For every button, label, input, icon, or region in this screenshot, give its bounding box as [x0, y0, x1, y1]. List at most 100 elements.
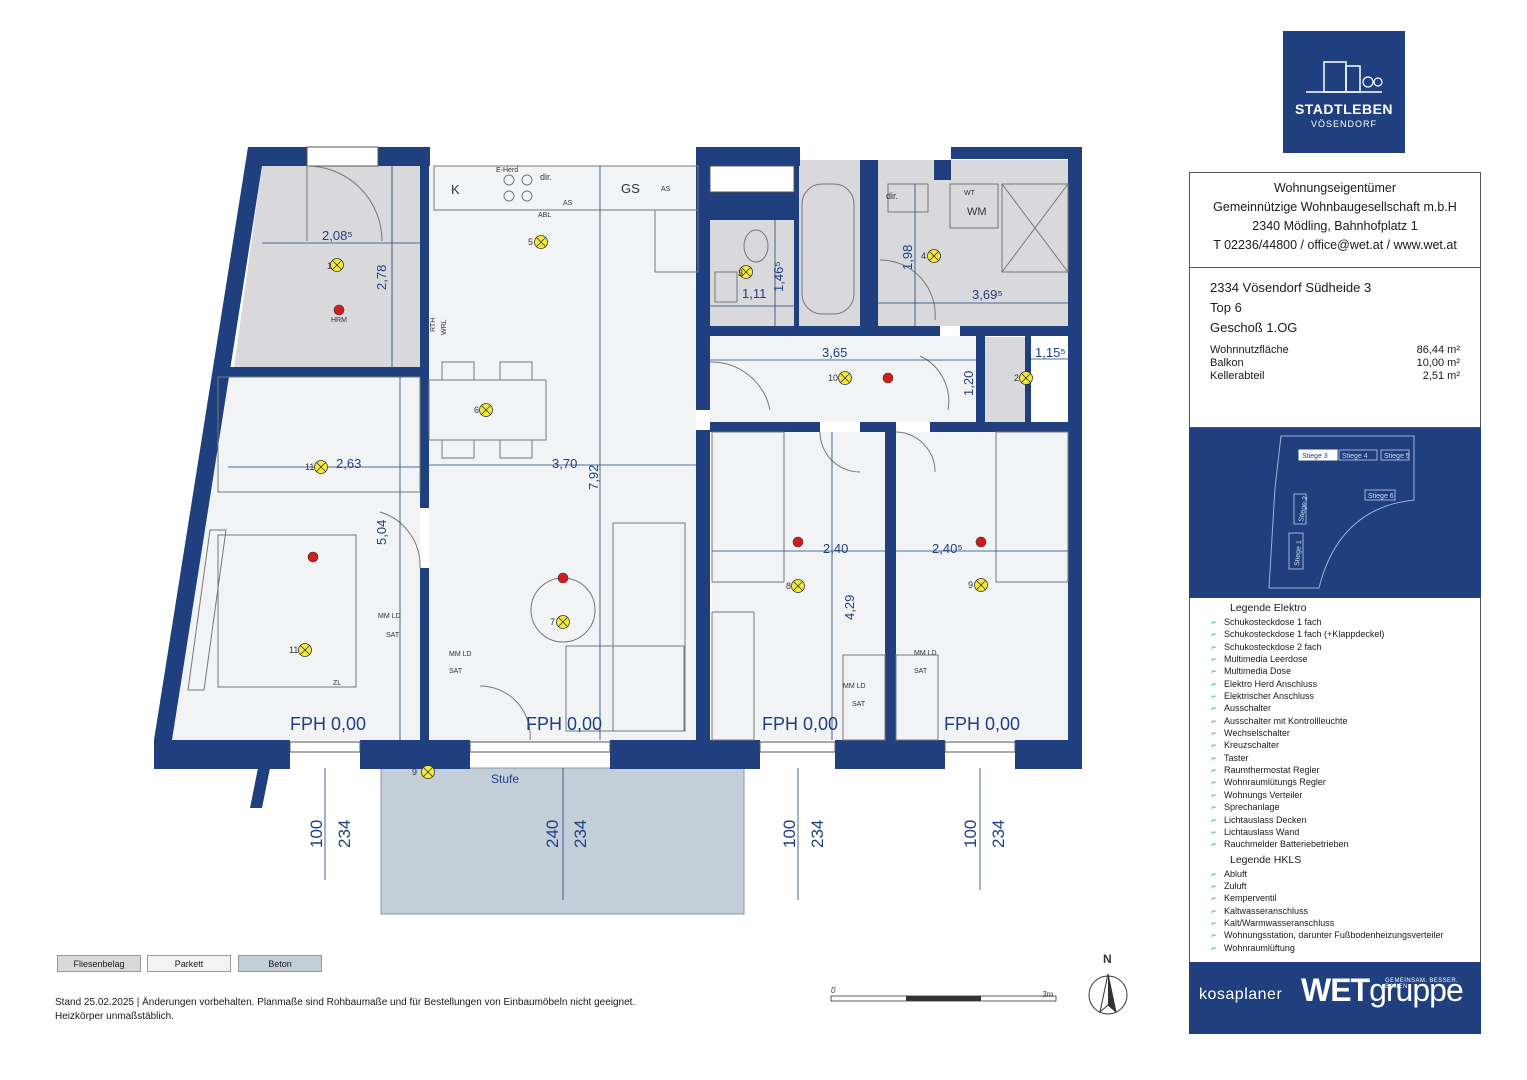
dimension-lines: [228, 166, 1068, 900]
window-dim-4b: 234: [989, 820, 1008, 848]
fph-bedroom: FPH 0,00: [290, 714, 366, 734]
fixture-sat-3: SAT: [852, 701, 866, 708]
light-11a: 11: [305, 462, 314, 472]
legend-item-label: Multimedia Leerdose: [1224, 654, 1308, 665]
fixture-wt: WT: [964, 190, 976, 197]
area-label: Balkon: [1210, 357, 1244, 369]
fixture-e-herd: E-Herd: [496, 167, 518, 174]
legend-symbol-icon: ⌐: [1211, 703, 1217, 714]
dim-bedroom-width: 2,63: [336, 456, 361, 471]
floor-parquet-bedroom: [172, 377, 420, 740]
project-box: 2334 Vösendorf Südheide 3 Top 6 Geschoß …: [1189, 268, 1481, 428]
floor-tiles-bath: [798, 160, 1070, 326]
legend-elektro-title: Legende Elektro: [1230, 602, 1307, 614]
window-dim-3a: 100: [780, 820, 799, 848]
site-label-stiege1: Stiege 1: [1294, 540, 1303, 566]
footer-note: Stand 25.02.2025 | Änderungen vorbehalte…: [55, 996, 635, 1024]
legend-item-label: Kreuzschalter: [1224, 740, 1280, 751]
legend-item: ⌐Ausschalter mit Kontrollleuchte: [1204, 715, 1480, 727]
footer-note-line2: Heizkörper unmaßstäblich.: [55, 1011, 174, 1022]
fixture-gs: GS: [621, 181, 640, 196]
legend-item: ⌐Taster: [1204, 752, 1480, 764]
north-label: N: [1103, 952, 1112, 966]
material-swatch-tiles: Fliesenbelag: [57, 955, 141, 972]
site-label-stiege4: Stiege 4: [1342, 453, 1368, 460]
dim-room2-width: 2,40: [823, 541, 848, 556]
wetgruppe-logo: WETgruppe: [1301, 972, 1464, 1009]
light-10: 10: [828, 373, 838, 383]
legend-symbol-icon: ⌐: [1211, 814, 1217, 825]
legend-symbol-icon: ⌐: [1211, 740, 1217, 751]
dim-living-height: 7,92: [586, 465, 601, 490]
fph-living: FPH 0,00: [526, 714, 602, 734]
fph-room2: FPH 0,00: [762, 714, 838, 734]
light-2: 2: [1014, 373, 1019, 383]
fixture-as-1: AS: [563, 200, 573, 207]
legend-item-label: Wohnraumlütungs Regler: [1224, 777, 1326, 788]
legend-item: ⌐Multimedia Leerdose: [1204, 653, 1480, 665]
legend-item: ⌐Sprechanlage: [1204, 801, 1480, 813]
legend-item: ⌐Kalt/Warmwasseranschluss: [1204, 917, 1480, 929]
legend-item: ⌐Raumthermostat Regler: [1204, 764, 1480, 776]
light-9a: 9: [968, 580, 973, 590]
project-unit: Top 6: [1210, 300, 1242, 315]
owner-heading: Wohnungseigentümer: [1273, 181, 1397, 195]
window-dim-2a: 240: [543, 820, 562, 848]
legend-item-label: Kaltwasseranschluss: [1224, 905, 1309, 916]
legend-item-label: Elektrischer Anschluss: [1224, 691, 1315, 702]
light-7: 7: [550, 617, 555, 627]
legend-symbol-icon: ⌐: [1211, 789, 1217, 800]
legend-symbol-icon: ⌐: [1211, 629, 1217, 640]
legend-item-label: Wohnungsstation, darunter Fußbodenheizun…: [1224, 930, 1444, 941]
legend-item-label: Multimedia Dose: [1224, 666, 1292, 677]
dim-bath-width: 3,69⁵: [972, 287, 1003, 302]
legend-symbol-icon: ⌐: [1211, 617, 1217, 627]
legend-item-label: Kalt/Warmwasseranschluss: [1224, 917, 1335, 928]
site-label-stiege6: Stiege 6: [1368, 493, 1394, 500]
legend-item: ⌐Wohnraumlüftung: [1204, 942, 1480, 954]
fixture-mmld-1: MM LD: [378, 613, 401, 620]
legend-symbol-icon: ⌐: [1211, 641, 1217, 652]
site-label-stiege2: Stiege 2: [1298, 496, 1309, 523]
scale-start: 0: [831, 986, 836, 995]
fixture-dir-2: dir.: [886, 191, 898, 201]
legend-item: ⌐ Kreuzschalter: [1204, 739, 1480, 751]
legend-item: ⌐Abluft: [1204, 868, 1480, 880]
light-4: 4: [921, 251, 926, 261]
light-8: 8: [786, 581, 791, 591]
fixture-abl: ABL: [538, 212, 551, 219]
dim-wc-height: 1,46⁵: [771, 261, 786, 292]
legend-symbol-icon: ⌐: [1211, 893, 1217, 904]
window-dim-4a: 100: [961, 820, 980, 848]
light-9b: 9: [412, 767, 417, 777]
floor-tiles-closet: [985, 337, 1025, 423]
fixture-wrl: WRL: [441, 319, 448, 335]
material-swatch-parquet: Parkett: [147, 955, 231, 972]
stadtleben-logo: STADTLEBEN VÖSENDORF: [1283, 31, 1405, 153]
legend-item: ⌐Schukosteckdose 1 fach: [1204, 616, 1480, 628]
legend-item: ⌐Kemperventil: [1204, 892, 1480, 904]
owner-contact: T 02236/44800 / office@wet.at / www.wet.…: [1213, 238, 1457, 252]
site-label-stiege3: Stiege 3: [1302, 453, 1328, 460]
legend-item-label: Schukosteckdose 1 fach (+Klappdeckel): [1224, 629, 1385, 640]
legend-item: ⌐Wohnraumlütungs Regler: [1204, 776, 1480, 788]
legend-item-label: Zuluft: [1224, 880, 1247, 891]
legend-panel: Legende Elektro ⌐Schukosteckdose 1 fach⌐…: [1189, 598, 1481, 962]
legend-item-label: Wohnraumlüftung: [1224, 942, 1295, 953]
dim-living-width: 3,70: [552, 456, 577, 471]
legend-item-label: Schukosteckdose 2 fach: [1224, 641, 1322, 652]
project-floor: Geschoß 1.OG: [1210, 320, 1298, 335]
building-icon: [1306, 61, 1383, 93]
fixture-dir-1: dir.: [540, 172, 552, 182]
dim-storage-width: 2,08⁵: [322, 228, 353, 243]
legend-item: ⌐Wohnungsstation, darunter Fußbodenheizu…: [1204, 929, 1480, 941]
legend-symbol-icon: ⌐: [1211, 666, 1217, 677]
legend-item-label: Abluft: [1224, 868, 1248, 879]
light-3: 3: [738, 268, 743, 278]
legend-item: ⌐Ausschalter: [1204, 702, 1480, 714]
dim-wc-width: 1,11: [742, 286, 766, 301]
project-address: 2334 Vösendorf Südheide 3: [1210, 280, 1372, 295]
legend-item: ⌐Elektrischer Anschluss: [1204, 690, 1480, 702]
site-plan: Stiege 3 Stiege 4 Stiege 5 Stiege 6 Stie…: [1189, 428, 1481, 598]
